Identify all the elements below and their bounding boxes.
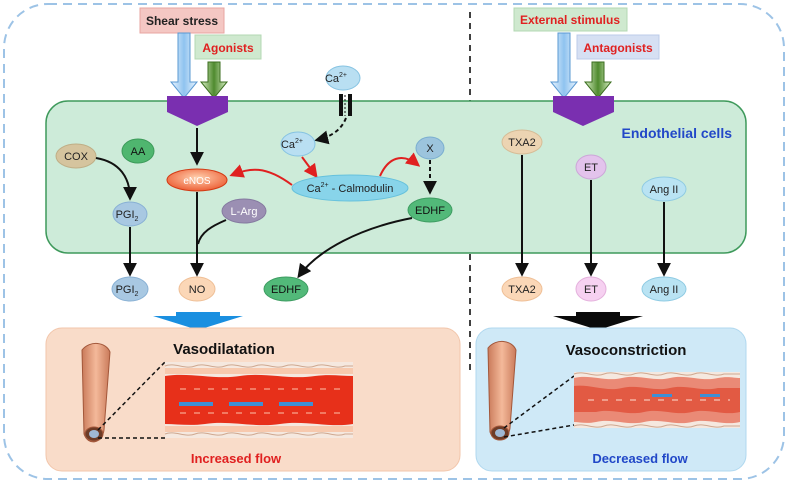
constricted-vessel-tube [487,341,517,441]
pgi2-cell-label: PGI2 [116,209,139,223]
antagonists-arrow [583,61,613,99]
ca-calmodulin-label: Ca2+ - Calmodulin [307,182,394,195]
constriction-zoom-line-bottom [503,424,575,438]
calcium-channel-right [348,94,352,116]
calmodulin-to-enos-arrow [229,164,293,186]
vasodilatation-title: Vasodilatation [173,341,275,358]
enos-node [166,168,228,192]
edhf-output-node [263,276,309,302]
x-label: X [426,143,434,155]
antagonists-label: Antagonists [583,41,653,55]
et-output-node [575,276,607,302]
pgi2-output-node [111,276,149,302]
ang2-output-label: Ang II [650,284,679,296]
txa2-output-node [501,276,543,302]
txa2-output-label: TXA2 [508,284,536,296]
dilation-zoom-line-top [97,361,166,431]
ang2-output-node [641,276,687,302]
antagonists-box [576,34,660,60]
right-receptor [553,96,614,126]
edhf-cell-node [407,197,453,223]
ca-outside-label: Ca2+ [325,72,347,85]
ang2-cell-label: Ang II [650,184,679,196]
edhf-output-label: EDHF [271,284,301,296]
pgi2-output-label: PGI2 [116,284,139,298]
et-cell-label: ET [584,162,598,174]
external-stimulus-label: External stimulus [520,13,620,27]
ca-to-calmodulin-arrow [301,156,318,179]
agonists-label: Agonists [202,41,254,55]
ca-inside-label: Ca2+ [281,138,303,151]
txa2-cell-label: TXA2 [508,137,536,149]
no-output-label: NO [189,284,206,296]
calcium-channel-left [339,94,343,116]
txa2-cell-node [501,129,543,155]
vasoconstriction-title: Vasoconstriction [566,342,687,359]
ca-calmodulin-node [291,174,409,202]
et-cell-node [575,154,607,180]
endothelial-cells-label: Endothelial cells [622,125,733,141]
cox-label: COX [64,151,89,163]
ca-inside-node [280,131,316,157]
dilated-vessel-section [164,362,353,438]
constriction-zoom-line-top [503,375,575,429]
dilated-vessel-tube [81,343,111,443]
cox-to-pgi2-arrow [95,157,137,201]
constriction-pointer [553,312,643,330]
increased-flow-label: Increased flow [191,451,282,466]
ca-outside-node [325,65,361,91]
external-stimulus-arrow [549,32,579,99]
aa-node [121,138,155,164]
aa-label: AA [131,146,146,158]
calmodulin-to-edhf-arrow [379,152,421,177]
shear-stress-box [139,7,225,34]
external-stimulus-box [513,7,628,32]
agonists-box [194,34,262,60]
dilation-pointer [153,312,243,330]
l-arg-node [221,198,267,224]
edhf-release-arrow [297,217,413,279]
cox-node [55,143,97,169]
et-output-label: ET [584,284,598,296]
ang2-cell-node [641,176,687,202]
constricted-vessel-section [573,372,740,428]
enos-label: eNOS [183,176,211,187]
left-receptor [167,96,228,126]
ca-influx-arrow [314,117,347,145]
x-node [415,136,445,160]
no-output-node [178,276,216,302]
edhf-cell-label: EDHF [415,205,445,217]
endothelial-cell-region [45,100,747,254]
shear-stress-label: Shear stress [146,14,218,28]
shear-stress-arrow [169,32,199,99]
decreased-flow-label: Decreased flow [592,451,688,466]
agonists-arrow [199,61,229,99]
l-arg-label: L-Arg [231,206,258,218]
pgi2-cell-node [112,201,148,227]
l-arg-join-arrow [197,219,227,245]
